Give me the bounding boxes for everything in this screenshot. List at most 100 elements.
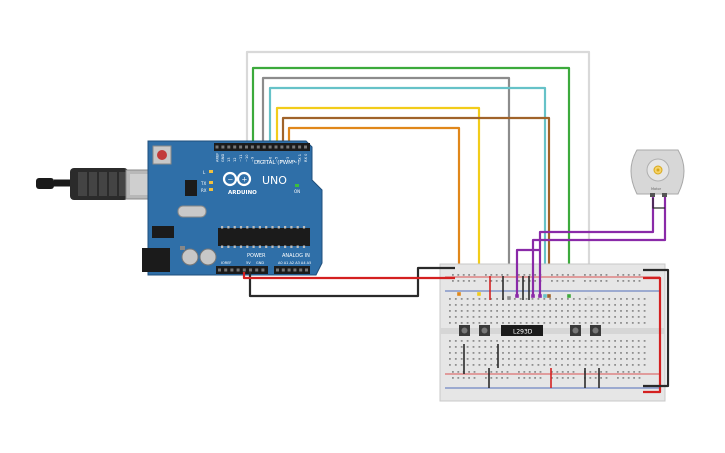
header-pin[interactable] xyxy=(281,268,285,272)
pin-label: ~11 xyxy=(239,154,243,162)
wire-brown xyxy=(281,116,551,296)
wire-end xyxy=(507,296,511,300)
header-pin[interactable] xyxy=(236,268,240,272)
svg-text:GND: GND xyxy=(256,261,264,265)
header-pin[interactable] xyxy=(268,145,272,149)
pin-label: GND xyxy=(221,154,225,162)
wire-black xyxy=(643,268,670,388)
header-pin[interactable] xyxy=(256,145,260,149)
wire-purple xyxy=(531,194,667,296)
wire-red xyxy=(643,276,662,394)
pushbutton-3[interactable] xyxy=(570,325,581,336)
header-pin[interactable] xyxy=(305,268,308,272)
header-pin[interactable] xyxy=(233,145,237,149)
wire-end xyxy=(543,294,547,298)
svg-text:5V: 5V xyxy=(246,261,251,265)
wire-white xyxy=(245,50,591,298)
header-pin[interactable] xyxy=(286,145,290,149)
pushbutton-1[interactable] xyxy=(459,325,470,336)
svg-text:L: L xyxy=(203,170,206,175)
svg-text:IOREF: IOREF xyxy=(221,261,231,265)
chip-label: L293D xyxy=(513,329,533,336)
wire-purple xyxy=(515,248,540,296)
wire-black xyxy=(248,266,455,298)
header-pin[interactable] xyxy=(245,145,248,149)
usb-cable xyxy=(36,168,167,200)
header-pin[interactable] xyxy=(261,268,265,272)
wire-yellow xyxy=(275,106,481,294)
header-pin[interactable] xyxy=(298,145,302,149)
pin-label: ~3 xyxy=(286,157,290,162)
brand-label: ARDUINO xyxy=(228,190,257,196)
digital-header xyxy=(214,143,310,151)
header-pin[interactable] xyxy=(224,268,228,272)
wire-green xyxy=(251,66,571,296)
header-pin[interactable] xyxy=(249,268,252,272)
arduino-logo: − + xyxy=(222,171,252,187)
wire-gray xyxy=(261,76,511,298)
power-jack xyxy=(142,248,170,272)
pin-label: 4 xyxy=(280,159,284,162)
wire-red xyxy=(242,272,455,280)
header-pin[interactable] xyxy=(276,268,279,272)
svg-text:RX: RX xyxy=(201,188,207,193)
wire-purple xyxy=(538,194,655,296)
wire-end xyxy=(587,296,591,300)
dc-motor[interactable]: Motor xyxy=(630,149,685,197)
header-pin[interactable] xyxy=(230,268,234,272)
analog-header xyxy=(274,266,310,274)
header-pin[interactable] xyxy=(239,145,243,149)
wire-end xyxy=(547,294,551,298)
header-pin[interactable] xyxy=(293,268,297,272)
pushbutton-4[interactable] xyxy=(590,325,601,336)
header-pin[interactable] xyxy=(299,268,303,272)
pin-label: 12 xyxy=(233,157,237,162)
wire-end xyxy=(457,292,461,296)
wire-end xyxy=(538,294,542,298)
pin-label: 2 xyxy=(292,160,296,162)
motor-label: Motor xyxy=(651,187,662,191)
atmega-chip xyxy=(218,228,310,246)
status-leds: L TX RX ON xyxy=(200,170,300,194)
pin-label: RX 0 xyxy=(304,153,308,162)
svg-text:ON: ON xyxy=(294,189,300,194)
pin-label: TX 1 xyxy=(298,154,302,163)
pin-label: AREF xyxy=(215,153,219,162)
pin-label: 7 xyxy=(263,160,267,162)
header-pin[interactable] xyxy=(292,145,296,149)
header-pin[interactable] xyxy=(255,268,259,272)
header-pin[interactable] xyxy=(304,145,307,149)
header-pin[interactable] xyxy=(218,268,221,272)
header-pin[interactable] xyxy=(250,145,254,149)
wire-orange xyxy=(287,126,461,294)
header-pin[interactable] xyxy=(287,268,291,272)
wire-end xyxy=(567,294,571,298)
wire-end xyxy=(477,292,481,296)
header-pin[interactable] xyxy=(280,145,284,149)
svg-text:−: − xyxy=(228,176,234,184)
header-pin[interactable] xyxy=(227,145,231,149)
pushbutton-2[interactable] xyxy=(479,325,490,336)
header-pin[interactable] xyxy=(242,268,246,272)
header-pin[interactable] xyxy=(221,145,225,149)
svg-text:+: + xyxy=(242,176,248,184)
digital-label: DIGITAL (PWM~) xyxy=(254,160,300,166)
pin-label: ~10 xyxy=(245,154,249,162)
svg-text:TX: TX xyxy=(200,181,206,186)
header-pin[interactable] xyxy=(215,145,219,149)
pin-label: ~6 xyxy=(268,156,272,162)
analog-label: ANALOG IN xyxy=(282,253,310,259)
breadboard[interactable]: L293D xyxy=(439,263,666,402)
pin-label: ~5 xyxy=(274,157,278,162)
power-label: POWER xyxy=(247,253,266,259)
model-label: UNO xyxy=(262,174,287,187)
pin-label: 8 xyxy=(257,159,261,162)
header-pin[interactable] xyxy=(262,145,266,149)
pin-label: ~9 xyxy=(251,156,255,162)
l293d-chip xyxy=(501,325,543,336)
header-pin[interactable] xyxy=(274,145,278,149)
wire-teal xyxy=(268,86,547,296)
